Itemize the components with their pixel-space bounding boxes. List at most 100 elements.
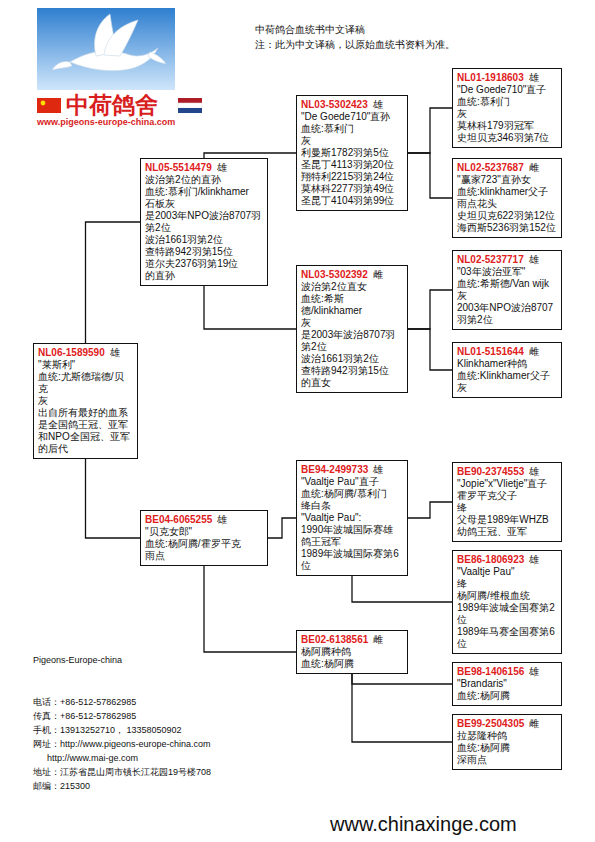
pedigree-line: 波治第2位的直孙 (145, 174, 263, 186)
ancestor-box: BE04-6065255 雄"贝克女郎"血统:杨阿腾/霍罗平克雨点 (140, 510, 268, 566)
pedigree-line: "De Goede710"直子 (457, 84, 557, 96)
ancestor-box: BE02-6138561雌杨阿腾种鸽血统:杨阿腾 (296, 630, 408, 674)
logo-url: www.pigeons-europe-china.com (37, 117, 175, 128)
ring-number: NL01-1918603 (457, 72, 524, 83)
pedigree-connector (352, 674, 452, 742)
box-heading: BE04-6065255 雄 (145, 514, 263, 526)
flag-star (41, 101, 46, 106)
pedigree-line: 血统:杨阿腾/慕利门 (301, 488, 403, 500)
pedigree-connector (352, 674, 452, 684)
pedigree-connector (408, 502, 452, 518)
pedigree-line: 血统:杨阿腾/霍罗平克 (145, 538, 263, 550)
sex-mark: 雄 (529, 254, 539, 265)
pedigree-line: 的直女 (301, 377, 403, 389)
pedigree-line: 灰 (457, 108, 557, 120)
ancestor-box: NL01-5151644雌Klinkhamer种鸽血统:Klinkhamer父子… (452, 342, 562, 398)
pedigree-line: 杨阿腾/维根血统 (457, 590, 557, 602)
ancestor-box: NL02-5237717雄"03年波治亚军"血统:希斯德/Van wijk灰20… (452, 250, 562, 330)
pedigree-line: 灰 (301, 135, 403, 147)
dutch-flag-white (178, 103, 202, 108)
pedigree-line: 灰 (301, 317, 403, 329)
pedigree-line: 灰 (38, 395, 133, 407)
box-heading: BE02-6138561雌 (301, 634, 403, 646)
contact-line: 手机：13913252710， 13358050902 (33, 725, 182, 736)
ancestor-box: NL05-5514479雄波治第2位的直孙血统:慕利门/klinkhamer石板… (140, 158, 268, 286)
pedigree-connector (86, 459, 141, 538)
pedigree-line: 绛 (457, 578, 557, 590)
pedigree-line: 莫林科179羽冠军 (457, 120, 557, 132)
sex-mark: 雄 (373, 99, 383, 110)
box-heading: NL01-5151644雌 (457, 346, 557, 358)
ring-number: BE86-1806923 (457, 554, 524, 565)
pedigree-line: "Vaaltje Pau"直子 (301, 476, 403, 488)
pedigree-line: "De Goede710"直孙 (301, 111, 403, 123)
box-heading: BE99-2504305雌 (457, 718, 557, 730)
logo-sky (37, 8, 175, 90)
pedigree-line: 查特路942羽第15位 (145, 246, 263, 258)
pedigree-connector (408, 329, 452, 370)
pedigree-connector (86, 222, 141, 343)
contact-line: http://www.mai-ge.com (47, 753, 138, 764)
pedigree-line: 杨阿腾种鸽 (301, 646, 403, 658)
ring-number: NL03-5302392 (301, 269, 368, 280)
contact-line: 电话：+86-512-57862985 (33, 697, 136, 708)
pedigree-line: 1990年波城国际赛雄鸽王冠军 (301, 524, 403, 548)
sex-mark: 雄 (217, 514, 227, 525)
pedigree-line: 查特路942羽第15位 (301, 365, 403, 377)
pedigree-line: "Brandaris" (457, 678, 557, 690)
pedigree-line: 波治1661羽第2位 (145, 234, 263, 246)
pedigree-line: "赢家723"直孙女 (457, 174, 557, 186)
contact-line: 邮编：215300 (33, 781, 90, 792)
ring-number: NL05-5514479 (145, 162, 212, 173)
ring-number: NL03-5302423 (301, 99, 368, 110)
pedigree-line: 史坦贝克622羽第12位 (457, 210, 557, 222)
dutch-flag-red (178, 98, 202, 103)
note-text: 注：此为中文译稿，以原始血统书资料为准。 (255, 39, 455, 51)
pedigree-line: 1989年波城国际赛第6位 (301, 548, 403, 572)
box-heading: NL03-5302392雌 (301, 269, 403, 281)
pedigree-line: 拉瑟隆种鸽 (457, 730, 557, 742)
ancestor-box: BE86-1806923雄"Vaaltje Pau"绛杨阿腾/维根血统1989年… (452, 550, 562, 654)
pedigree-line: 是2003年NPO波治8707羽第2位 (145, 210, 263, 234)
box-heading: BE98-1406156雄 (457, 666, 557, 678)
pedigree-line: 深雨点 (457, 754, 557, 766)
contact-line: 网址：http://www.pigeons-europe-china.com (33, 739, 211, 750)
pedigree-line: 石板灰 (145, 198, 263, 210)
pedigree-line: "03年波治亚军" (457, 266, 557, 278)
brand-name: Pigeons-Europe-china (33, 655, 122, 666)
pedigree-connector (408, 108, 452, 153)
box-heading: NL06-1589590 雄 (38, 347, 133, 359)
pedigree-connector (204, 566, 296, 652)
ring-number: NL01-5151644 (457, 346, 524, 357)
pedigree-line: 血统:慕利门 (301, 123, 403, 135)
pedigree-line: Klinkhamer种鸽 (457, 358, 557, 370)
pedigree-line: 雨点 (145, 550, 263, 562)
pedigree-line: 绛白条 (301, 500, 403, 512)
pedigree-line: 父母是1989年WHZB幼鸽王冠、亚军 (457, 514, 557, 538)
ancestor-box: NL01-1918603雄"De Goede710"直子血统:慕利门灰莫林科17… (452, 68, 562, 148)
ring-number: BE04-6065255 (145, 514, 212, 525)
ring-number: BE94-2499733 (301, 464, 368, 475)
pedigree-line: 血统:杨阿腾 (457, 742, 557, 754)
sex-mark: 雄 (529, 554, 539, 565)
ancestor-box: BE99-2504305雌拉瑟隆种鸽血统:杨阿腾深雨点 (452, 714, 562, 770)
ancestor-box: NL03-5302392雌波治第2位直女血统:希斯德/klinkhamer灰是2… (296, 265, 408, 393)
logo-name: 中荷鸽舍 (66, 92, 158, 120)
pedigree-line: 血统:希斯德/klinkhamer (301, 293, 403, 317)
pedigree-line: 血统:慕利门/klinkhamer (145, 186, 263, 198)
pedigree-line: 灰 (457, 382, 557, 394)
box-heading: BE90-2374553 雄 (457, 466, 557, 478)
box-heading: NL02-5237717雄 (457, 254, 557, 266)
ring-number: BE90-2374553 (457, 466, 524, 477)
pedigree-line: 1989年波城全国赛第2位 (457, 602, 557, 626)
ring-number: NL06-1589590 (38, 347, 105, 358)
sex-mark: 雄 (529, 466, 539, 477)
pedigree-line: 灰 (457, 290, 557, 302)
sex-mark: 雄 (373, 464, 383, 475)
box-heading: NL03-5302423 雄 (301, 99, 403, 111)
sex-mark: 雄 (110, 347, 120, 358)
pedigree-line: 血统:尤斯德瑞德/贝克 (38, 371, 133, 395)
pedigree-line: 利曼斯1782羽第5位 (301, 147, 403, 159)
pedigree-line: "贝克女郎" (145, 526, 263, 538)
pedigree-line: 2003年NPO波治8707羽第2位 (457, 302, 557, 326)
